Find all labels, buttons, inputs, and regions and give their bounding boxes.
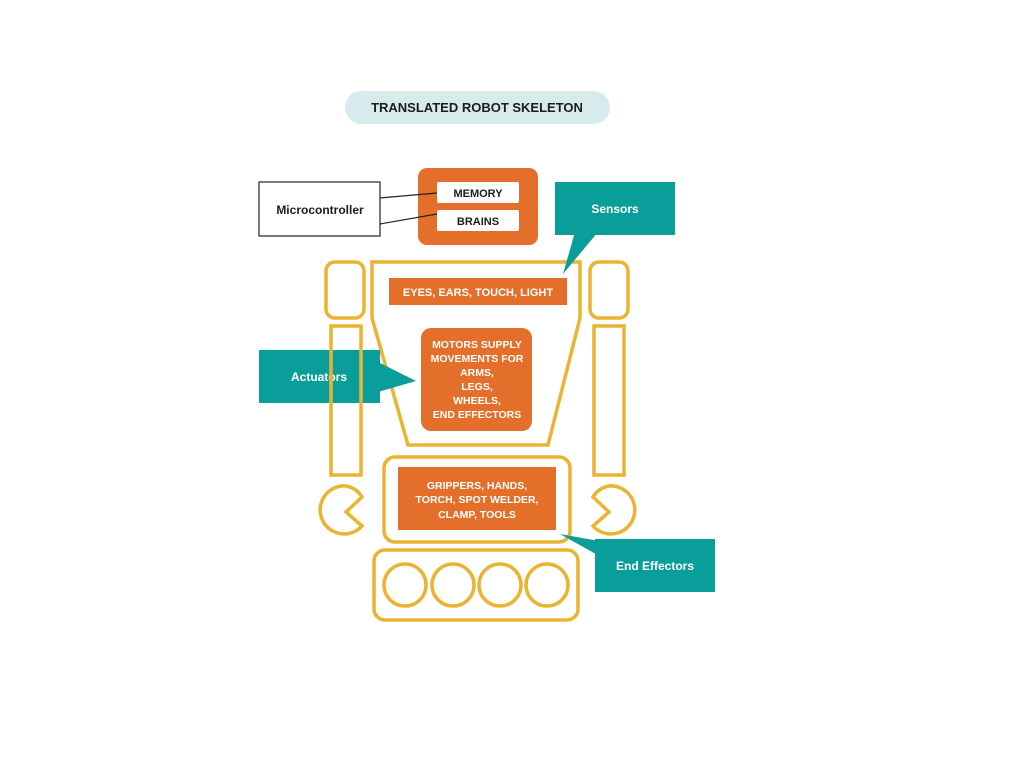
microcontroller-label: Microcontroller [276,203,364,217]
memory-box [437,182,519,203]
end-effectors-line-3: CLAMP, TOOLS [438,509,516,521]
actuators-line-4: LEGS, [461,381,493,393]
wheel-3 [477,562,523,608]
actuators-line-5: WHEELS, [453,395,501,407]
brains-label: BRAINS [457,216,499,228]
microcontroller-pointer-2 [379,213,438,225]
hips-outline [382,455,572,544]
wheel-2 [430,562,476,608]
sensors-pointer [563,232,598,274]
left-gripper-shape [318,484,365,536]
actuators-box [421,328,532,431]
microcontroller-callout [258,181,381,237]
left-arm-upper [324,260,366,320]
torso-outline [370,260,582,447]
memory-label: MEMORY [453,188,503,200]
end-effectors-box [398,467,556,530]
sensors-callout [555,182,675,235]
right-arm-upper [588,260,630,320]
brains-box [437,210,519,231]
left-arm-lower [329,324,363,477]
right-arm-lower [592,324,626,477]
end-effectors-line-1: GRIPPERS, HANDS, [427,480,527,492]
sensors-box [389,278,567,305]
sensors-box-label: EYES, EARS, TOUCH, LIGHT [403,287,553,299]
actuators-line-2: MOVEMENTS FOR [431,353,524,365]
end-effectors-label: End Effectors [616,559,694,573]
sensors-label: Sensors [591,202,639,216]
wheel-4 [524,562,570,608]
head-block [418,168,538,245]
actuators-pointer [378,362,416,392]
wheel-1 [382,562,428,608]
microcontroller-pointer [379,192,438,199]
actuators-line-1: MOTORS SUPPLY [432,339,522,351]
end-effectors-callout [595,539,715,592]
actuators-line-3: ARMS, [460,367,494,379]
actuators-line-6: END EFFECTORS [433,409,521,421]
end-effectors-line-2: TORCH, SPOT WELDER, [416,494,539,506]
right-gripper-shape [590,484,637,536]
track-outline [372,548,580,622]
diagram-title: TRANSLATED ROBOT SKELETON [371,100,583,115]
title-pill [345,91,610,124]
actuators-label: Actuators [291,370,347,384]
